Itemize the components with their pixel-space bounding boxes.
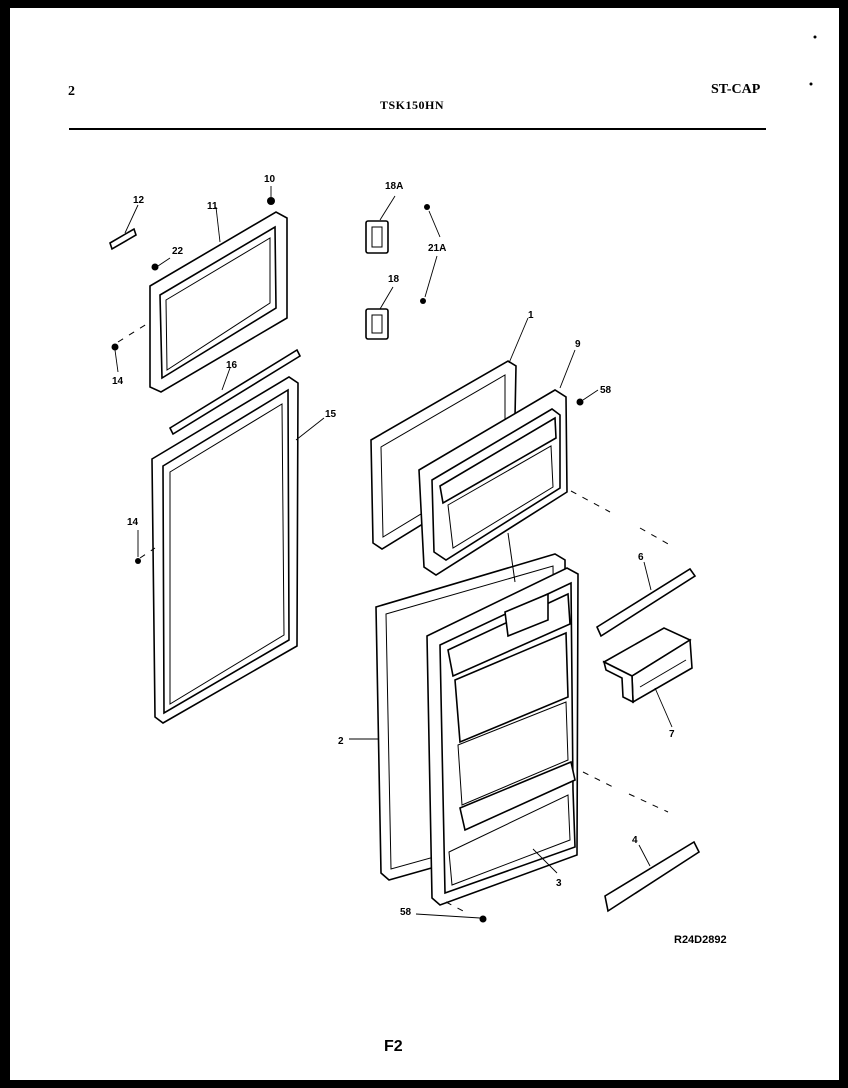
part-58-screw-top xyxy=(576,398,584,406)
part-7-door-bin xyxy=(602,627,693,704)
callout-18a: 18A xyxy=(385,181,403,192)
diagram-reference-number: R24D2892 xyxy=(674,934,727,946)
leader-21a xyxy=(428,210,441,238)
callout-11: 11 xyxy=(207,201,218,212)
part-22-screw xyxy=(151,263,159,271)
part-12-strip xyxy=(109,227,137,251)
leader-18a xyxy=(379,195,396,221)
leader-3 xyxy=(532,848,558,874)
leader-22 xyxy=(157,257,171,267)
part-11-freezer-frame xyxy=(149,211,288,393)
leader-58b xyxy=(415,913,481,919)
leader-14a xyxy=(114,349,119,373)
part-21a-pin xyxy=(424,204,430,210)
callout-7: 7 xyxy=(669,729,675,740)
dash-line xyxy=(639,527,671,546)
part-21a-pin xyxy=(420,298,426,304)
part-6-shelf-trim xyxy=(595,567,697,638)
callout-16: 16 xyxy=(226,360,238,371)
callout-21a: 21A xyxy=(428,243,446,254)
part-15-door-gasket xyxy=(151,376,299,724)
leader-4 xyxy=(638,844,651,867)
header-rule xyxy=(69,128,766,130)
callout-15: 15 xyxy=(325,409,337,420)
leader-14a-dash xyxy=(117,321,151,343)
callout-3: 3 xyxy=(556,878,562,889)
callout-14-lower: 14 xyxy=(127,517,139,528)
part-3-door-liner xyxy=(426,567,579,906)
leader-12 xyxy=(124,204,139,234)
speck-mark xyxy=(813,35,817,39)
dash-line xyxy=(582,771,616,789)
dash-line xyxy=(570,490,611,513)
leader-14b-dash xyxy=(139,547,156,559)
callout-1: 1 xyxy=(528,310,534,321)
leader-15 xyxy=(295,417,325,441)
callout-6: 6 xyxy=(638,552,644,563)
callout-9: 9 xyxy=(575,339,581,350)
leader-1 xyxy=(508,317,529,364)
leader-11 xyxy=(215,206,221,243)
leader-58a xyxy=(582,389,599,401)
leader-9 xyxy=(559,349,576,389)
part-4-bottom-trim xyxy=(604,840,701,913)
callout-58-upper: 58 xyxy=(600,385,612,396)
dash-line xyxy=(628,793,669,813)
part-18-hinge xyxy=(365,308,389,340)
speck-mark xyxy=(809,82,813,86)
callout-22: 22 xyxy=(172,246,184,257)
callout-2: 2 xyxy=(338,736,344,747)
leader-7 xyxy=(654,687,673,728)
part-16-strip xyxy=(168,348,302,436)
leader-18 xyxy=(379,286,394,310)
part-18a-hinge xyxy=(365,220,389,254)
leader-6 xyxy=(643,561,652,591)
part-14-screw xyxy=(135,558,141,564)
callout-12: 12 xyxy=(133,195,145,206)
section-code: ST-CAP xyxy=(711,82,761,97)
leader-58b-dash xyxy=(445,901,466,913)
page-number: 2 xyxy=(68,84,75,99)
part-9-freezer-liner xyxy=(418,389,568,576)
part-14-screw xyxy=(111,343,119,351)
part-58-screw-bottom xyxy=(479,915,487,923)
part-10-screw xyxy=(267,197,275,205)
figure-label: F2 xyxy=(384,1038,403,1055)
model-number: TSK150HN xyxy=(380,98,445,112)
leader-21a xyxy=(424,255,438,298)
callout-18: 18 xyxy=(388,274,400,285)
callout-14-upper: 14 xyxy=(112,376,124,387)
leader-16 xyxy=(221,367,231,391)
callout-10: 10 xyxy=(264,174,276,185)
callout-4: 4 xyxy=(632,835,638,846)
callout-58-lower: 58 xyxy=(400,907,412,918)
